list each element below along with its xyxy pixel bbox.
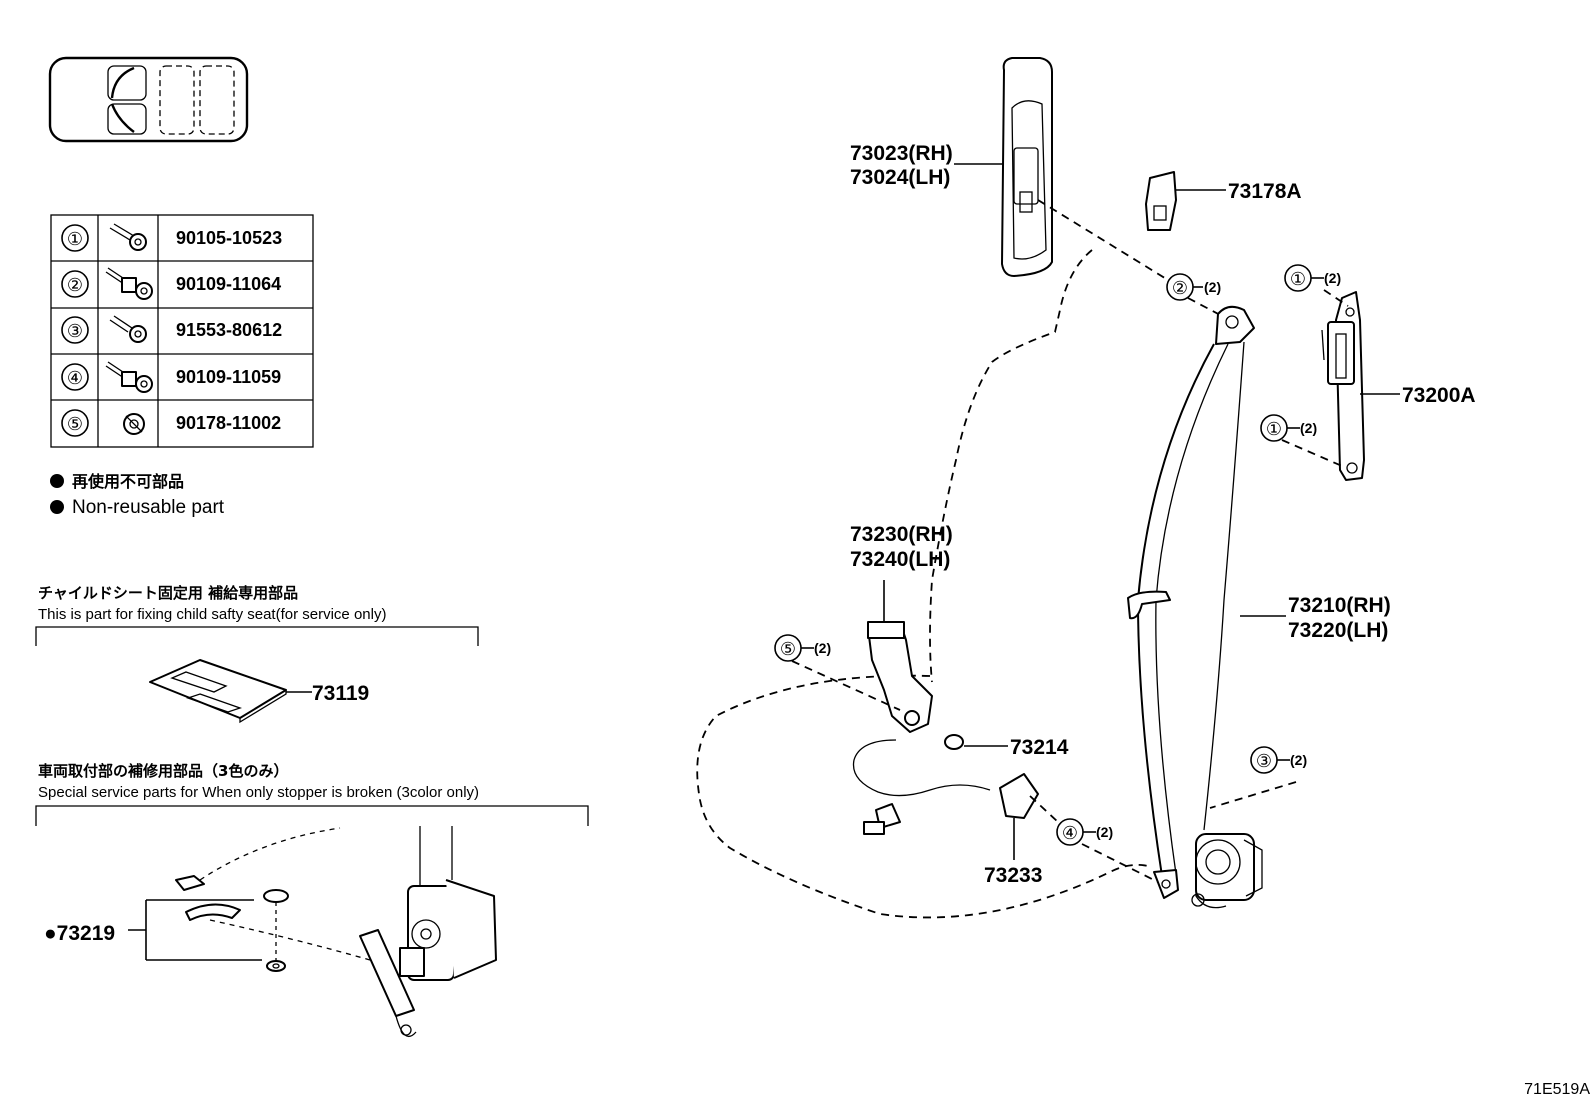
- stopper-title-jp: 車両取付部の補修用部品（3色のみ）: [38, 762, 288, 780]
- screw-icon: [109, 315, 147, 343]
- callout-bolt-1-lower: ① (2): [1260, 414, 1317, 442]
- svg-text:②: ②: [1172, 278, 1188, 298]
- part-label-73230: 73230(RH): [850, 523, 953, 546]
- fastener-row: ③ 91553-80612: [61, 315, 282, 344]
- svg-text:(2): (2): [1096, 824, 1113, 840]
- child-seat-title-jp: チャイルドシート固定用 補給専用部品: [38, 584, 298, 602]
- part-label-73023: 73023(RH): [850, 142, 953, 165]
- cover-73178a: [1145, 171, 1177, 231]
- fastener-table: ① 90105-10523 ② 90109-11064 ③: [50, 214, 314, 448]
- seat-layout-icon: [48, 56, 249, 143]
- fastener-part-number: 90178-11002: [176, 413, 281, 433]
- fastener-ref: ①: [67, 229, 83, 249]
- bolt-with-collar-icon: [105, 267, 153, 300]
- part-label-73214: 73214: [1010, 736, 1069, 759]
- legend-label-en: Non-reusable part: [72, 497, 225, 518]
- fastener-ref: ⑤: [67, 414, 83, 434]
- height-adjuster: [1321, 291, 1365, 481]
- fastener-row: ④ 90109-11059: [61, 361, 281, 393]
- seat-belt-webbing: [1127, 305, 1255, 899]
- cover-73233: [999, 773, 1039, 819]
- bolt-with-collar-icon: [105, 361, 153, 393]
- buckle-assembly: [852, 621, 991, 835]
- fastener-part-number: 91553-80612: [176, 320, 282, 340]
- part-label-73210: 73210(RH): [1288, 594, 1391, 617]
- fastener-ref: ②: [67, 275, 83, 295]
- bolt-icon: [109, 223, 147, 251]
- spacer-73214: [944, 734, 964, 750]
- legend-label-jp: 再使用不可部品: [72, 472, 184, 491]
- fastener-ref: ④: [67, 368, 83, 388]
- fastener-row: ② 90109-11064: [61, 267, 281, 300]
- callout-nut-5: ⑤ (2): [774, 634, 831, 662]
- nut-icon: [123, 413, 145, 435]
- child-seat-title-en: This is part for fixing child safty seat…: [38, 606, 386, 623]
- legend-dot-icon: [50, 474, 64, 488]
- callout-bolt-4: ④ (2): [1056, 818, 1113, 846]
- fastener-row: ⑤ 90178-11002: [61, 409, 281, 437]
- svg-text:①: ①: [1290, 269, 1306, 289]
- svg-text:(2): (2): [1300, 420, 1317, 436]
- clip-illustration: [263, 889, 289, 972]
- svg-text:(2): (2): [814, 640, 831, 656]
- fastener-row: ① 90105-10523: [61, 223, 282, 252]
- fastener-part-number: 90105-10523: [176, 228, 282, 248]
- retractor-main: [1191, 833, 1263, 909]
- fastener-part-number: 90109-11059: [176, 367, 281, 387]
- legend: 再使用不可部品 Non-reusable part: [50, 472, 225, 518]
- legend-dot-icon: [50, 500, 64, 514]
- stopper-section: 車両取付部の補修用部品（3色のみ） Special service parts …: [35, 762, 589, 1037]
- plate-73119: [149, 659, 287, 724]
- part-label-73200a: 73200A: [1402, 384, 1476, 407]
- part-label-73233: 73233: [984, 864, 1042, 887]
- svg-text:(2): (2): [1290, 752, 1307, 768]
- part-label-73024: 73024(LH): [850, 166, 950, 189]
- fastener-ref: ③: [67, 321, 83, 341]
- retractor-illustration: [399, 879, 497, 981]
- svg-text:⑤: ⑤: [780, 639, 796, 659]
- part-label-73219: ●73219: [44, 922, 115, 945]
- stopper-title-en: Special service parts for When only stop…: [38, 784, 479, 801]
- svg-text:④: ④: [1062, 823, 1078, 843]
- part-label-73178a: 73178A: [1228, 180, 1302, 203]
- fastener-part-number: 90109-11064: [176, 274, 281, 294]
- svg-text:(2): (2): [1204, 279, 1221, 295]
- child-seat-section: チャイルドシート固定用 補給専用部品 This is part for fixi…: [35, 584, 479, 724]
- pillar-trim: [1001, 57, 1053, 277]
- seat-outline: [696, 249, 1149, 919]
- svg-text:①: ①: [1266, 419, 1282, 439]
- part-label-73240: 73240(LH): [850, 548, 950, 571]
- callout-bolt-1-upper: ① (2): [1284, 264, 1341, 292]
- part-label-73220: 73220(LH): [1288, 619, 1388, 642]
- figure-code: 71E519A: [1524, 1081, 1590, 1098]
- callout-bolt-3: ③ (2): [1250, 746, 1307, 774]
- stopper-illustration: [175, 826, 497, 1037]
- callout-bolt-2: ② (2): [1166, 273, 1221, 301]
- part-label-73119: 73119: [312, 682, 369, 705]
- svg-text:③: ③: [1256, 751, 1272, 771]
- svg-text:(2): (2): [1324, 270, 1341, 286]
